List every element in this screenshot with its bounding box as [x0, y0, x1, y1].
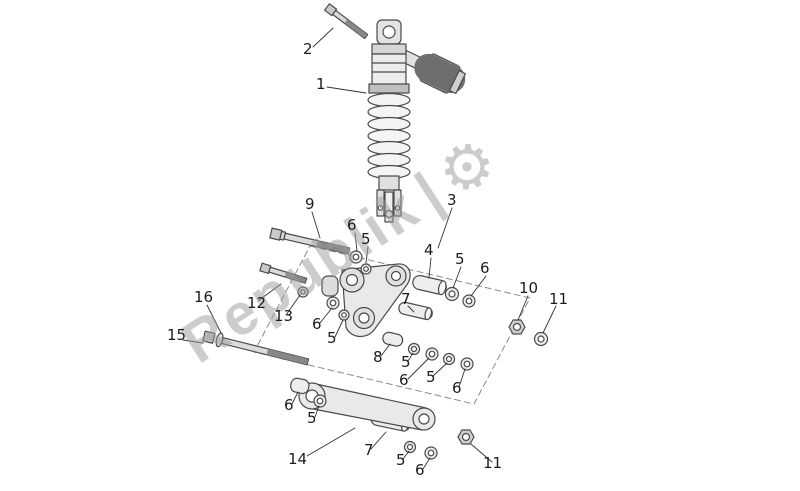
- part-1-shock-absorber: [367, 19, 467, 223]
- callout-part-6: 6: [347, 216, 357, 234]
- callout-part-4: 4: [424, 241, 434, 259]
- callout-part-1: 1: [316, 75, 326, 93]
- callout-part-5: 5: [361, 230, 371, 248]
- part-12-screw: [259, 262, 308, 284]
- callout-part-10: 10: [519, 279, 539, 297]
- callout-part-5: 5: [401, 353, 411, 371]
- callout-part-5: 5: [307, 409, 317, 427]
- part-4-spacer: [412, 274, 447, 296]
- part-9-bolt: [269, 227, 351, 255]
- callout-part-6: 6: [415, 461, 425, 479]
- callout-part-6: 6: [284, 396, 294, 414]
- callout-part-6: 6: [452, 379, 462, 397]
- part-15-bolt: [202, 330, 310, 366]
- callout-part-13: 13: [274, 307, 294, 325]
- callout-part-12: 12: [247, 294, 267, 312]
- callout-part-5: 5: [396, 451, 406, 469]
- callout-part-5: 5: [426, 368, 436, 386]
- callout-part-6: 6: [312, 315, 322, 333]
- part-2-bolt: [323, 3, 369, 40]
- callout-part-11: 11: [549, 290, 569, 308]
- rocker-arm: [321, 263, 411, 337]
- callout-part-16: 16: [194, 288, 214, 306]
- callout-part-7: 7: [401, 290, 411, 308]
- leader-lines: [182, 27, 557, 470]
- part-3-boundary: [253, 245, 531, 405]
- reservoir-adjuster: [400, 50, 467, 95]
- callout-part-6: 6: [480, 259, 490, 277]
- callout-part-11: 11: [483, 454, 503, 472]
- callout-part-3: 3: [447, 191, 457, 209]
- callout-part-5: 5: [455, 250, 465, 268]
- callout-part-15: 15: [167, 326, 187, 344]
- callout-part-14: 14: [288, 450, 308, 468]
- callout-part-2: 2: [303, 40, 313, 58]
- callout-part-9: 9: [305, 195, 315, 213]
- washers-and-bushings: [290, 250, 549, 460]
- part-8-bushing: [382, 331, 404, 347]
- callout-part-8: 8: [373, 348, 383, 366]
- part-10-nut: [508, 319, 526, 335]
- part-7-pin-upper: [398, 301, 433, 321]
- part-11-nut: [457, 429, 475, 445]
- callout-part-5: 5: [327, 329, 337, 347]
- part-13-washer: [297, 286, 309, 298]
- callout-part-7: 7: [364, 441, 374, 459]
- callout-part-6: 6: [399, 371, 409, 389]
